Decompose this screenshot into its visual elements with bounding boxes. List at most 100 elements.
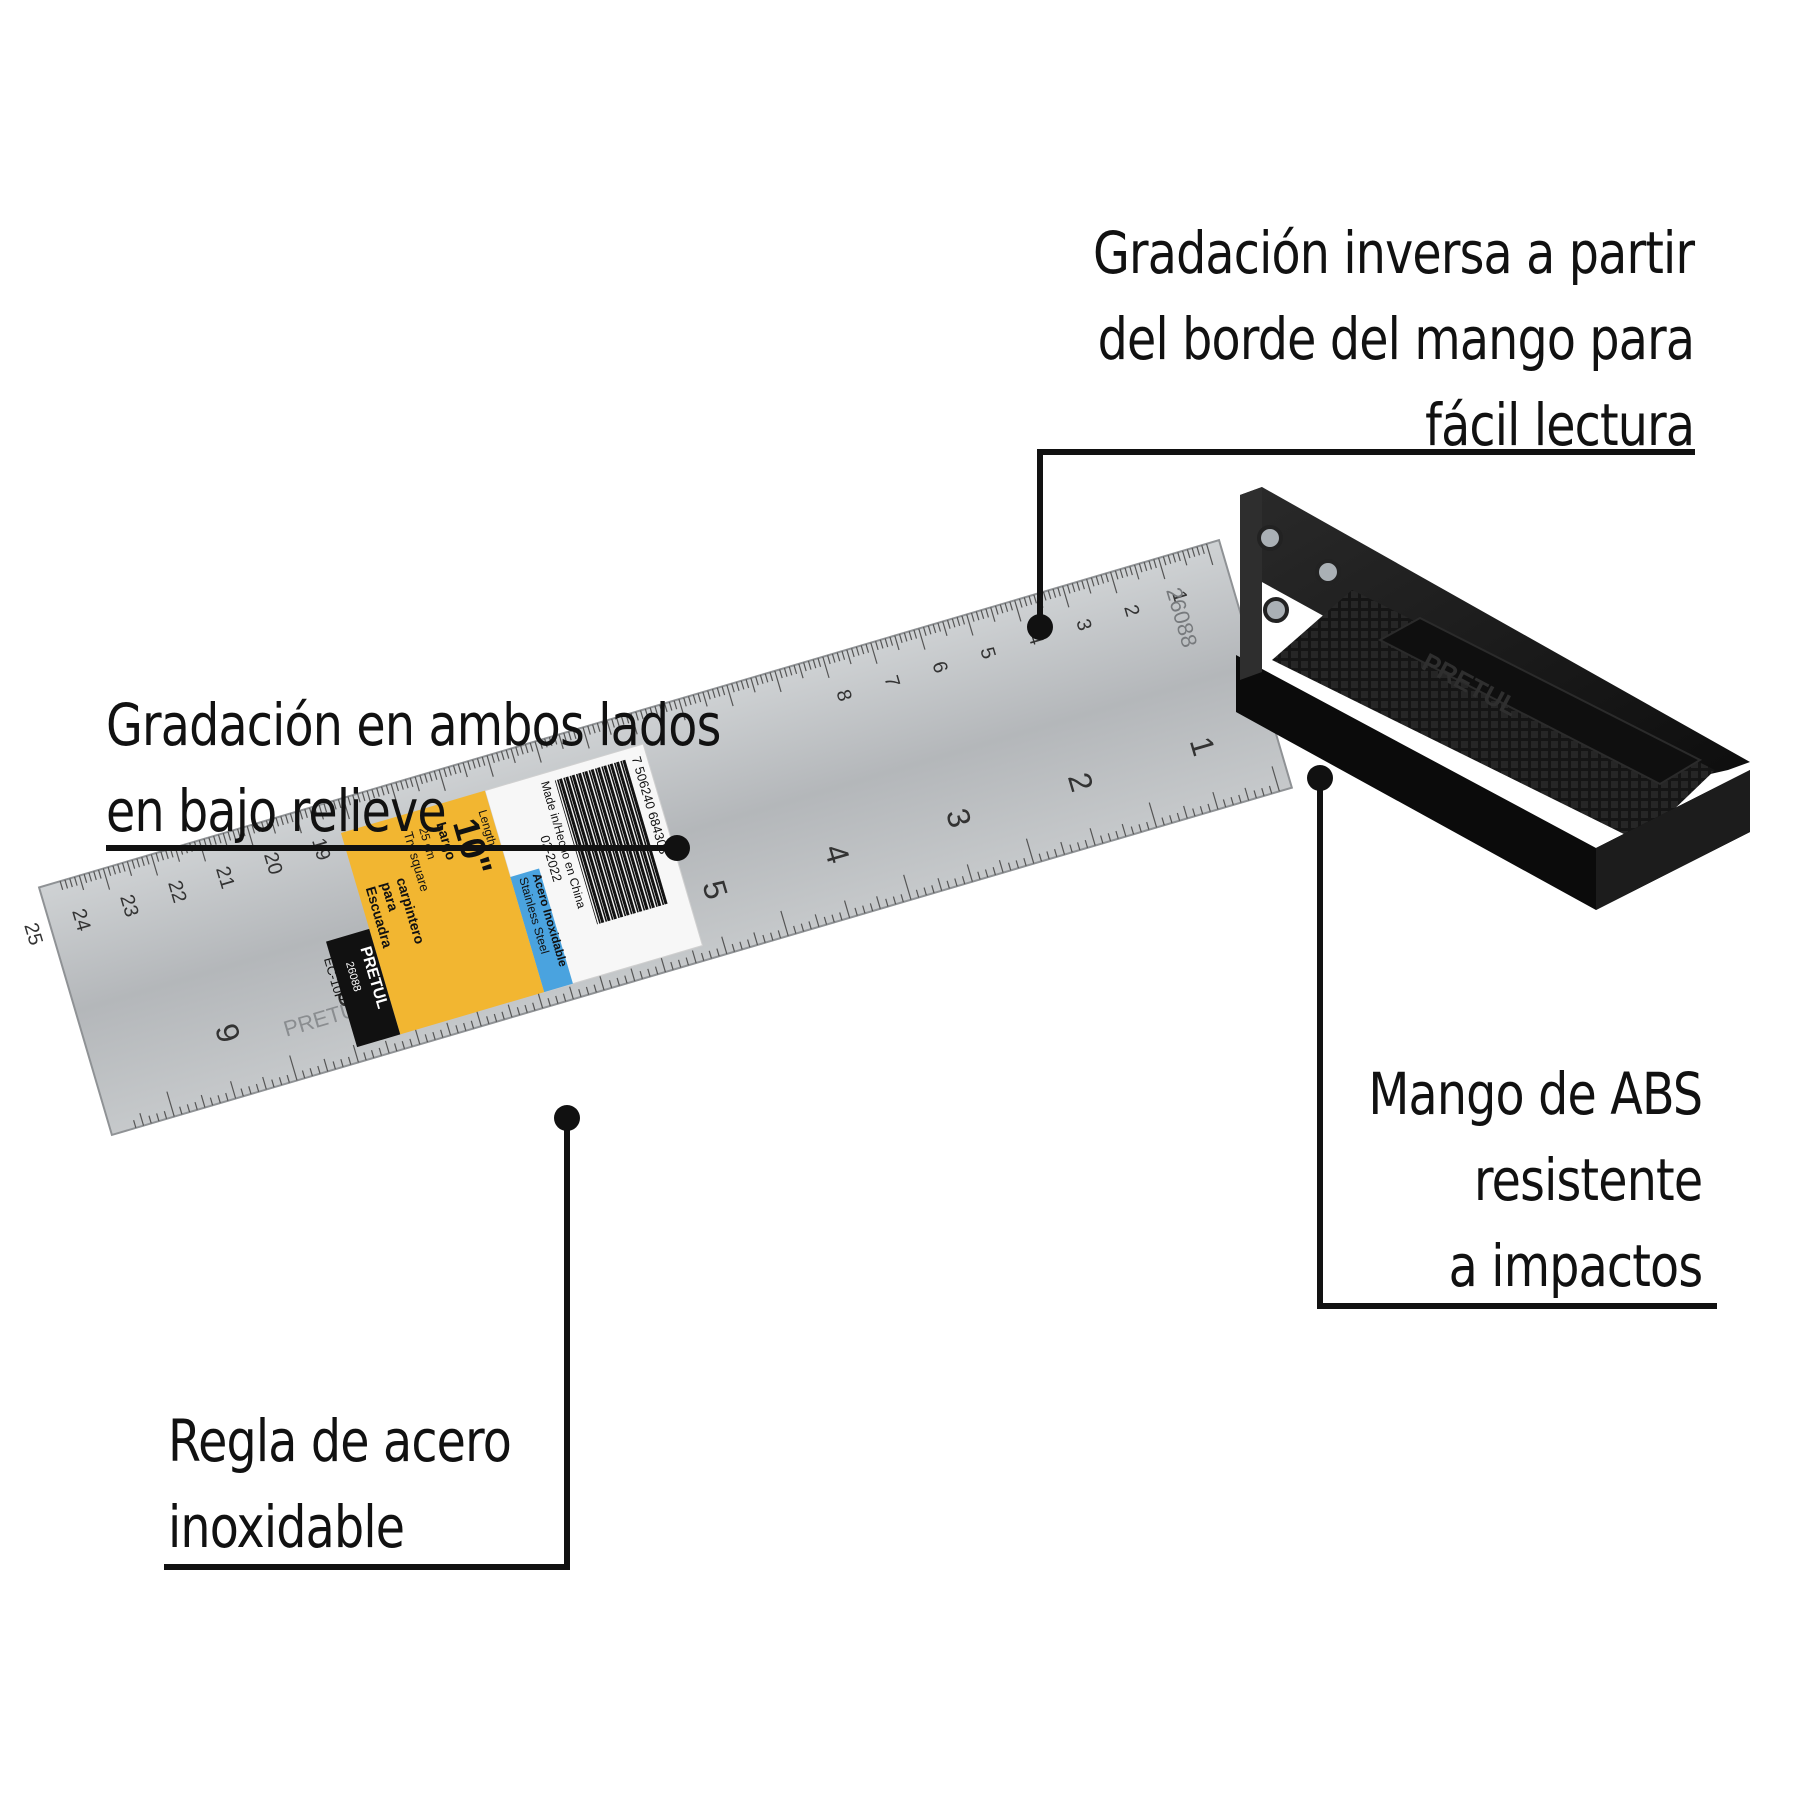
tick-mark [900,894,904,903]
callout-abs-handle-line3: a impactos [1448,1232,1702,1300]
tick-mark [937,622,942,632]
tick-mark [774,670,782,693]
tick-mark [692,694,697,704]
tick-mark [677,959,682,968]
tick-mark [1253,790,1257,799]
tick-mark [217,1095,221,1104]
barcode-bar [556,779,601,924]
tick-mark [961,615,966,625]
tick-mark [596,722,601,732]
tick-mark [332,1061,336,1070]
tick-mark [1105,573,1109,583]
tick-mark [393,1043,398,1052]
tick-mark [285,814,289,824]
tick-mark [739,941,743,950]
tick-mark [1047,590,1052,600]
tick-mark [404,779,409,789]
tick-mark [1157,557,1166,580]
tick-mark [876,896,881,909]
tick-mark [1207,803,1211,812]
tick-mark [961,876,966,885]
tick-mark [836,652,841,662]
tick-mark [165,849,169,859]
tick-mark [1244,787,1250,801]
tick-mark [524,1004,528,1013]
tick-mark [148,1115,152,1124]
tick-mark [562,993,567,1002]
barcode-bar [616,761,661,907]
tick-mark [1148,560,1153,570]
tick-mark [384,1040,390,1054]
tick-mark [59,881,64,891]
tick-mark [625,714,630,724]
tick-mark [716,687,721,697]
tick-mark [678,698,686,721]
tick-mark [376,787,380,797]
tick-mark [601,721,606,731]
tick-mark [777,930,782,939]
tick-mark [414,776,420,792]
tick-mark [922,626,927,636]
tick-mark [740,680,745,690]
tick-mark [1100,835,1104,844]
tick-mark [78,875,85,891]
ruler-number: 25 [19,920,46,948]
tick-mark [428,772,433,782]
tick-mark [1081,580,1085,590]
tick-mark [998,859,1004,873]
tick-mark [894,635,900,651]
tick-mark [913,629,918,639]
tick-mark [578,989,582,998]
tick-mark [438,769,446,791]
tick-mark [1018,598,1023,608]
callout-both-sides-line2: en bajo relieve [106,777,447,845]
tick-mark [97,869,102,879]
tick-mark [440,1029,444,1038]
tick-mark [611,718,615,728]
tick-mark [975,611,980,621]
tick-mark [443,768,448,778]
tick-mark [1161,817,1165,826]
tick-mark [606,720,612,735]
tick-mark [1071,583,1076,593]
barcode-bar [597,767,642,912]
tick-mark [1052,588,1057,598]
tick-mark [1177,552,1181,562]
tick-mark [994,605,999,615]
tick-mark [313,806,318,816]
tick-mark [812,659,817,669]
tick-mark [486,755,494,777]
barcode-bar [603,765,649,911]
handle-grip-area [1272,590,1715,842]
tick-mark [1066,584,1071,594]
tick-mark [639,710,644,720]
tick-mark [301,1070,306,1079]
tick-mark [616,977,620,986]
tick-mark [779,669,783,679]
tick-mark [630,968,636,982]
tick-mark [755,676,759,686]
tick-mark [769,672,774,682]
tick-mark [707,690,711,700]
barcode-bar [607,764,652,909]
product-label: 7 506240 684303 Made in/Hecho en China 0… [321,743,704,1048]
tick-mark [237,828,241,838]
tick-mark [390,783,398,806]
tick-mark [217,834,222,844]
tick-mark [136,858,141,868]
tick-mark [807,660,812,670]
handle-top-face [1240,487,1750,790]
tick-mark [615,717,620,727]
tick-mark [323,1058,329,1072]
tick-mark [496,752,500,762]
tick-mark [255,1083,260,1092]
tick-mark [870,642,878,664]
barcode-bar [601,766,646,911]
tick-mark [1046,851,1050,860]
tick-mark [340,1059,344,1068]
barcode-bar [586,770,630,916]
tick-mark [862,905,866,914]
tick-mark [1130,826,1135,835]
tick-mark [534,741,542,763]
tick-mark [1090,577,1095,587]
